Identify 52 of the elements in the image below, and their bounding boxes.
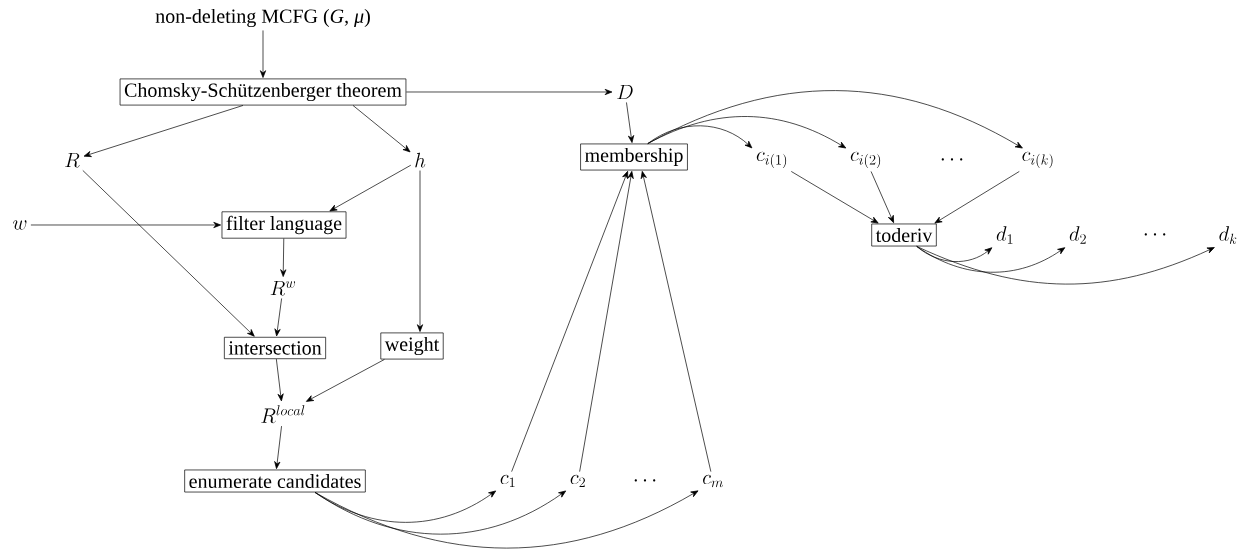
arrow [259, 30, 267, 78]
arrow [314, 490, 567, 535]
arrow [916, 246, 993, 262]
math-label: $c_m$ [703, 474, 723, 488]
math-label: $d_2$ [1069, 226, 1086, 244]
arrow [82, 170, 255, 337]
process-box: Chomsky-Schützenberger theorem [119, 78, 407, 106]
math-label: $c_1$ [500, 474, 515, 487]
math-label: $R$ [65, 152, 80, 168]
math-label: $w$ [13, 220, 27, 230]
math-label: $R^{local}$ [261, 405, 305, 424]
math-label: $d_k$ [1219, 226, 1237, 244]
arrow [306, 359, 385, 402]
arrow [511, 170, 629, 472]
arrow [329, 164, 412, 212]
arrow [870, 171, 894, 224]
arrow [274, 425, 282, 469]
arrow [83, 105, 244, 157]
arrow [280, 238, 287, 277]
arrow [276, 358, 284, 402]
math-label: $c_2$ [570, 474, 585, 487]
arrow [626, 102, 635, 143]
arrow [274, 298, 282, 337]
arrow [352, 105, 411, 153]
input-label: non-deleting MCFG (G, μ) [155, 8, 370, 28]
arrow [790, 171, 879, 224]
arrow [934, 171, 1020, 224]
arrow [916, 246, 1215, 285]
arrow [640, 171, 712, 472]
math-label: $R^{w}$ [270, 280, 296, 296]
arrow [405, 88, 613, 96]
arrow [647, 90, 1023, 149]
arrow [314, 490, 699, 549]
math-label: $c_{i(2)}$ [850, 151, 881, 169]
arrow [579, 171, 634, 472]
process-box: weight [380, 332, 444, 360]
arrow [416, 170, 424, 332]
process-box: membership [580, 143, 688, 171]
ellipsis: $\cdots$ [1144, 233, 1166, 236]
process-box: toderiv [871, 223, 937, 247]
math-label: $d_1$ [996, 226, 1013, 244]
arrow [916, 246, 1066, 273]
math-label: $h$ [415, 152, 426, 168]
math-label: $c_{i(k)}$ [1022, 151, 1053, 169]
math-label: $c_{i(1)}$ [756, 151, 787, 169]
arrow [30, 221, 221, 229]
ellipsis: $\cdots$ [941, 158, 963, 161]
math-label: $D$ [617, 84, 633, 100]
process-box: intersection [224, 336, 326, 360]
process-box: enumerate candidates [184, 469, 366, 493]
ellipsis: $\cdots$ [634, 479, 656, 482]
process-box: filter language [221, 211, 347, 239]
